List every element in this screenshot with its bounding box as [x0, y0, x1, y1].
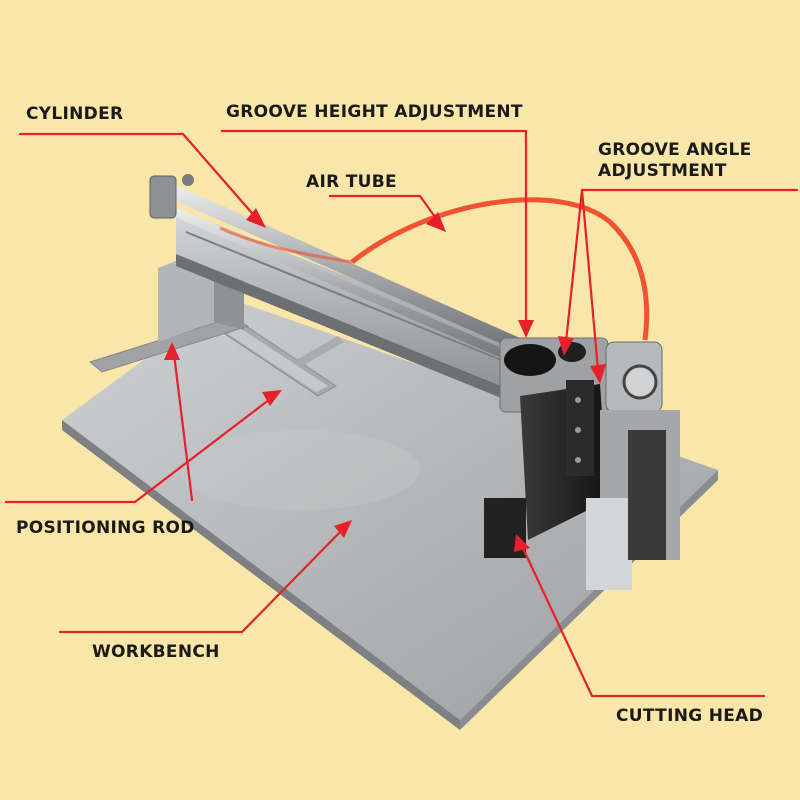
leader-workbench [58, 526, 346, 634]
air-tube [350, 197, 650, 341]
label-positioning-rod: POSITIONING ROD [16, 518, 195, 538]
leader-air-tube [328, 194, 442, 226]
label-groove-angle-line1: GROOVE ANGLE [598, 140, 752, 160]
leader-lines [4, 129, 799, 698]
label-workbench: WORKBENCH [92, 642, 220, 662]
positioning-rod [88, 317, 344, 397]
label-cylinder: CYLINDER [26, 104, 124, 124]
leader-cutting-head [520, 544, 766, 698]
leader-groove-height [220, 129, 528, 328]
label-air-tube: AIR TUBE [306, 172, 397, 192]
label-groove-angle-line2: ADJUSTMENT [598, 161, 727, 181]
label-groove-height-adjustment: GROOVE HEIGHT ADJUSTMENT [226, 102, 523, 122]
arrowheads [164, 208, 606, 552]
label-cutting-head: CUTTING HEAD [616, 706, 763, 726]
cutting-head [484, 337, 680, 590]
leader-cylinder [18, 132, 260, 222]
leader-positioning-rod [4, 394, 276, 504]
